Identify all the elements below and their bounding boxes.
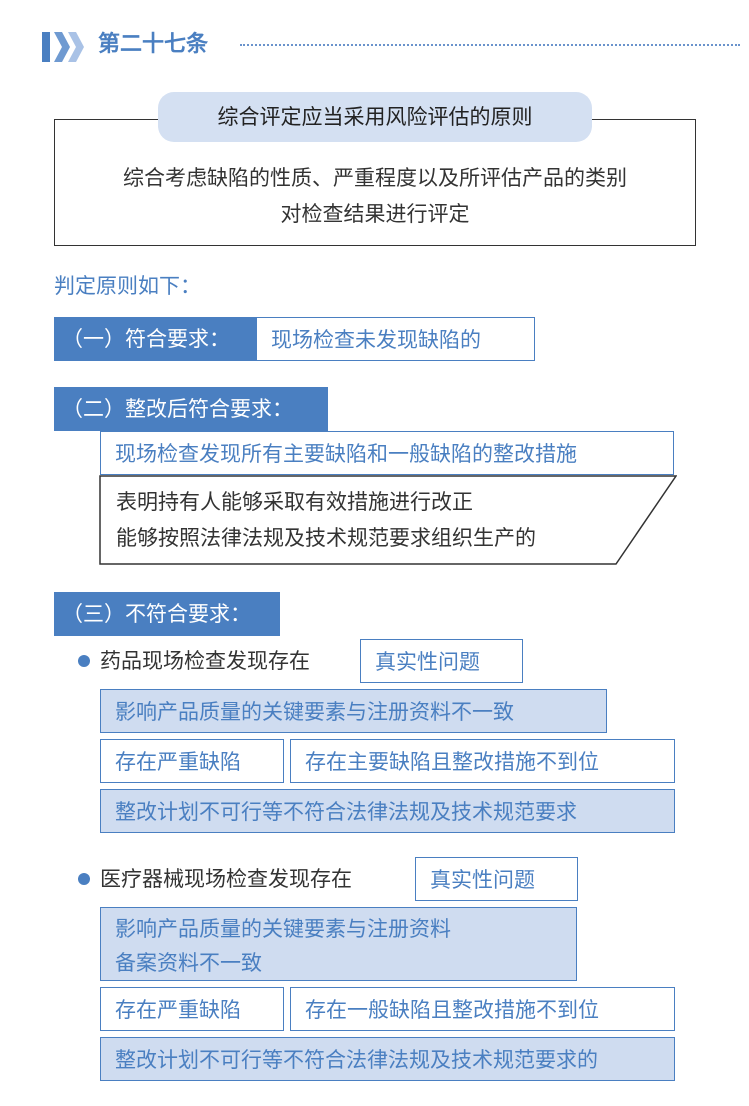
drug-authenticity: 真实性问题 xyxy=(360,639,523,683)
device-plan: 整改计划不可行等不符合法律法规及技术规范要求的 xyxy=(100,1037,675,1081)
device-lead-text: 医疗器械现场检查发现存在 xyxy=(100,867,352,891)
drug-major-defect: 存在主要缺陷且整改措施不到位 xyxy=(290,739,675,783)
principle-line-1: 综合考虑缺陷的性质、严重程度以及所评估产品的类别 xyxy=(123,166,627,190)
device-inconsistent-line-2: 备案资料不一致 xyxy=(115,951,262,975)
device-serious-defect: 存在严重缺陷 xyxy=(100,987,284,1031)
drug-plan: 整改计划不可行等不符合法律法规及技术规范要求 xyxy=(100,789,675,833)
device-bullet-icon xyxy=(78,873,90,885)
device-general-defect: 存在一般缺陷且整改措施不到位 xyxy=(290,987,675,1031)
principle-title: 综合评定应当采用风险评估的原则 xyxy=(158,92,592,142)
section-2-label: （二）整改后符合要求： xyxy=(54,387,328,431)
title-divider xyxy=(240,44,740,46)
section-2-slanted-frame xyxy=(99,475,677,565)
drug-lead-text: 药品现场检查发现存在 xyxy=(100,649,310,673)
device-inconsistent-line-1: 影响产品质量的关键要素与注册资料 xyxy=(115,917,451,941)
drug-bullet-icon xyxy=(78,655,90,667)
drug-inconsistent: 影响产品质量的关键要素与注册资料不一致 xyxy=(100,689,607,733)
drug-serious-defect: 存在严重缺陷 xyxy=(100,739,284,783)
section-1-label: （一）符合要求： xyxy=(54,317,256,361)
principle-line-2: 对检查结果进行评定 xyxy=(280,202,470,226)
section-2-item-1: 现场检查发现所有主要缺陷和一般缺陷的整改措施 xyxy=(100,431,674,475)
intro-heading: 判定原则如下： xyxy=(54,274,201,298)
device-inconsistent-box: 影响产品质量的关键要素与注册资料 备案资料不一致 xyxy=(100,907,577,981)
section-1-value: 现场检查未发现缺陷的 xyxy=(256,317,535,361)
article-title: 第二十七条 xyxy=(98,32,209,57)
chevron-decoration-icon xyxy=(42,32,84,62)
section-2-item-2-line-1: 表明持有人能够采取有效措施进行改正 xyxy=(116,490,473,514)
section-3-label: （三）不符合要求： xyxy=(54,592,280,636)
device-authenticity: 真实性问题 xyxy=(415,857,578,901)
section-2-item-2-line-2: 能够按照法律法规及技术规范要求组织生产的 xyxy=(116,526,536,550)
